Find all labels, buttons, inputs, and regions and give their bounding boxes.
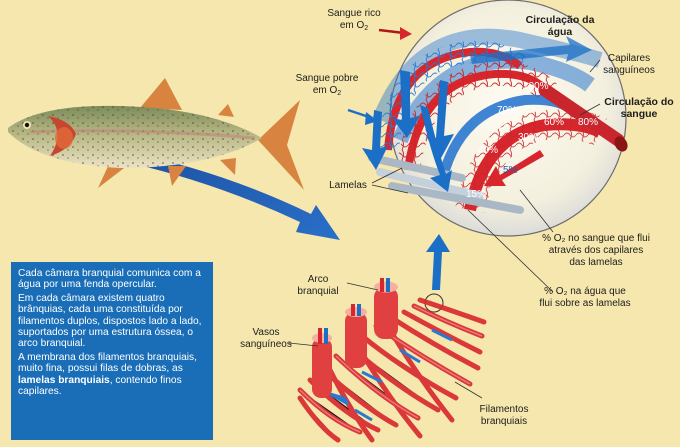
info-paragraph-3: A membrana dos filamentos branquiais, mu… (18, 351, 197, 398)
label-vasos-sanguineos: Vasos sanguíneos (240, 327, 292, 350)
label-circulacao-agua: Circulação da água (525, 14, 595, 38)
pct-water-15: 15% (466, 189, 487, 200)
label-sangue-pobre: Sangue pobre em O2 (295, 73, 359, 97)
pct-blood-5: 5% (503, 165, 518, 176)
pct-water-40: 40% (478, 145, 499, 156)
fish (8, 78, 304, 190)
pct-blood-80: 80% (578, 117, 599, 128)
pct-water-100: 100% (523, 81, 549, 92)
label-pct-o2-sangue: % O₂ no sangue que flui através dos capi… (542, 233, 650, 268)
info-box: Cada câmara branquial comunica com a águ… (11, 262, 213, 440)
label-arco-branquial: Arco branquial (297, 274, 339, 297)
gill-arches (297, 278, 487, 443)
up-arrow-to-lens (426, 234, 450, 290)
pct-blood-30: 30% (518, 132, 539, 143)
label-capilares: Capilares sanguíneos (603, 53, 655, 76)
label-circulacao-sangue: Circulação do sangue (604, 96, 674, 120)
label-pct-o2-agua: % O₂ na água que flui sobre as lamelas (539, 286, 631, 309)
label-sangue-rico: Sangue rico em O2 (327, 8, 381, 32)
pct-blood-60: 60% (544, 117, 565, 128)
info-paragraph-2: Em cada câmara existem quatro brânquias,… (18, 292, 202, 350)
label-lamelas: Lamelas (329, 180, 367, 191)
label-filamentos: Filamentos branquiais (479, 404, 529, 427)
pct-water-70: 70% (497, 105, 518, 116)
info-paragraph-1: Cada câmara branquial comunica com a águ… (18, 268, 201, 291)
magnified-lamelas-view (362, 0, 628, 237)
